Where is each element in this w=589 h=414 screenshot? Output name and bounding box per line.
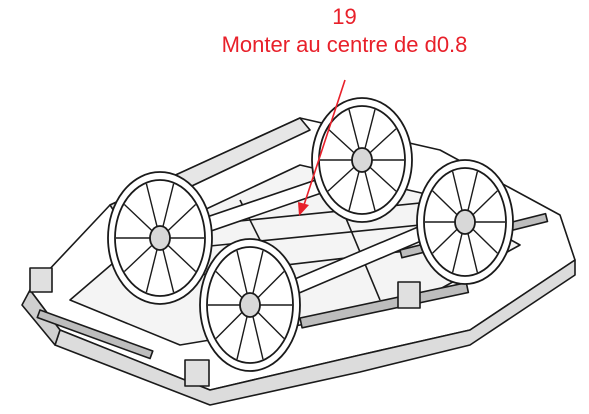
instruction-text: Monter au centre de d0.8: [221, 32, 468, 57]
wheel-front-left: [199, 238, 301, 372]
callout-arrow: [298, 79, 346, 216]
wheels: [107, 97, 514, 372]
wheel-rear-left: [107, 171, 213, 305]
wheel-front-right: [416, 159, 514, 285]
step-number: 19: [332, 4, 357, 29]
wheel-rear-right: [311, 97, 413, 223]
